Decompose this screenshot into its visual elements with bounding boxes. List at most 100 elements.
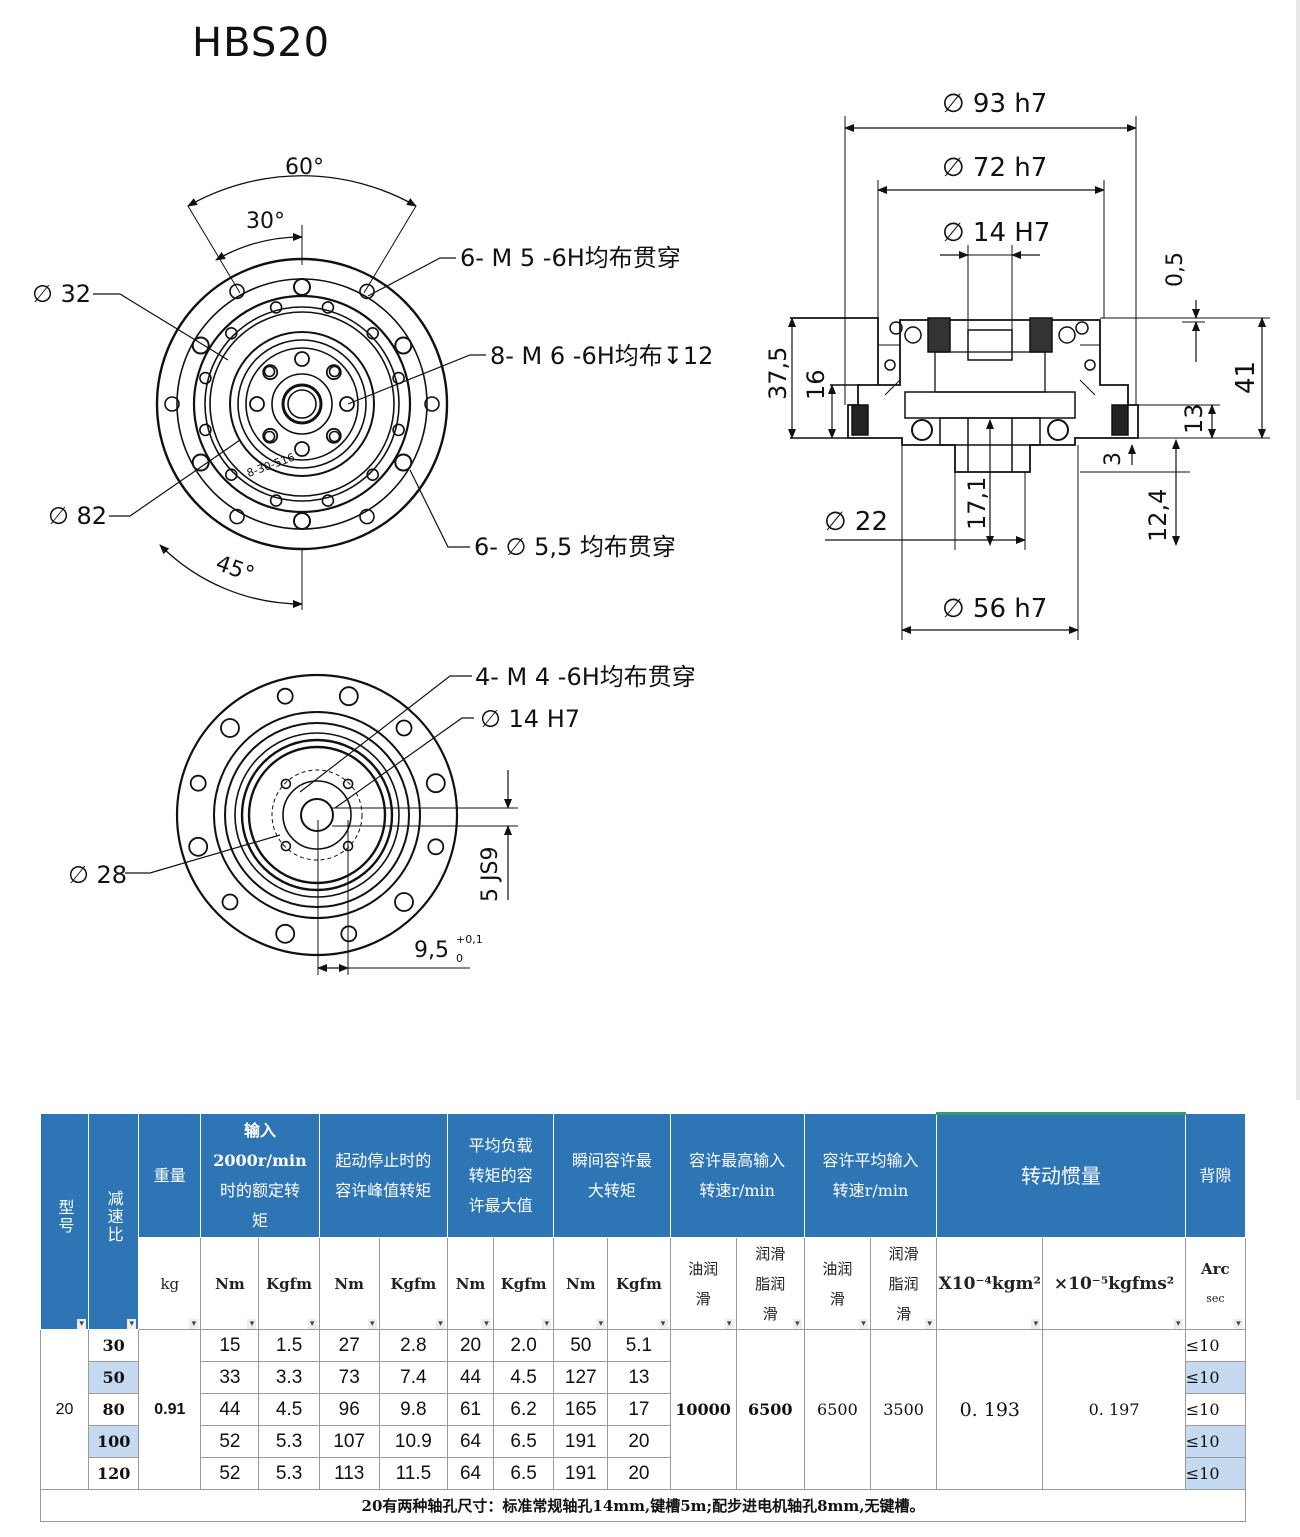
bolt-holes [164, 278, 440, 530]
rear-flange-hole [395, 719, 413, 737]
front-view-labels: 60° 30° 45° 6- M 5 -6H均布贯穿 8- M 6 -6H均布↧… [32, 155, 713, 588]
mount-hole [164, 396, 180, 412]
header-avg-torque: 平均负载转矩的容许最大值 [446, 1113, 555, 1238]
rated-kgfm-cell: 1.5 [258, 1329, 320, 1362]
hub-thread-hole [294, 351, 310, 367]
mom-kgfm-cell: 20 [607, 1457, 671, 1490]
mount-hole [229, 283, 245, 300]
unit-grease: 润滑脂润滑 [869, 1237, 938, 1330]
mid-ring-hole [225, 468, 238, 482]
header-ratio: 减速比 [88, 1113, 140, 1330]
rear-flange-hole [394, 892, 414, 912]
dia-32-label: ∅ 32 [32, 280, 91, 308]
mid-ring-hole [225, 326, 238, 340]
hub-thread-hole [262, 364, 279, 381]
rated-nm-cell: 44 [200, 1393, 260, 1426]
peak-nm-cell: 96 [318, 1393, 380, 1426]
callout-d55: 6- ∅ 5,5 均布贯穿 [474, 533, 676, 561]
callout-m6: 8- M 6 -6H均布↧12 [490, 342, 713, 370]
inertia-kgf-cell: 0. 197 [1042, 1329, 1186, 1490]
header-weight: 重量 [138, 1113, 202, 1238]
page-edge [1296, 0, 1300, 1100]
peak-nm-cell: 107 [318, 1425, 380, 1458]
peak-nm-cell: 27 [318, 1329, 380, 1362]
mom-nm-cell: 191 [553, 1457, 609, 1490]
mount-hole [229, 508, 245, 525]
unit-inertia-kgf: ×10⁻⁵kgfms² [1042, 1237, 1186, 1330]
hub-thread-hole [262, 427, 279, 444]
rated-kgfm-cell: 5.3 [258, 1457, 320, 1490]
peak-kgfm-cell: 9.8 [378, 1393, 448, 1426]
rear-view [125, 673, 518, 975]
unit-nm: Nm [446, 1237, 495, 1330]
hub-thread-hole [339, 396, 355, 412]
dia-82-label: ∅ 82 [48, 502, 107, 530]
mom-nm-cell: 127 [553, 1361, 609, 1394]
mom-nm-cell: 191 [553, 1425, 609, 1458]
mom-kgfm-cell: 13 [607, 1361, 671, 1394]
tol-lower-label: 0 [456, 952, 463, 965]
mid-ring-hole [269, 494, 283, 507]
mom-kgfm-cell: 20 [607, 1425, 671, 1458]
dim-3-label: 3 [1101, 452, 1126, 466]
mom-nm-cell: 50 [553, 1329, 609, 1362]
avg-kgfm-cell: 6.5 [493, 1425, 555, 1458]
hub-thread-hole [325, 427, 342, 444]
side-view [788, 116, 1270, 640]
mid-ring-hole [366, 326, 380, 340]
rear-flange-hole [221, 893, 239, 911]
dim-16-label: 16 [802, 369, 830, 400]
dia-14-label: ∅ 14 H7 [942, 218, 1050, 248]
dia-93-label: ∅ 93 h7 [942, 89, 1047, 119]
rated-nm-cell: 33 [200, 1361, 260, 1394]
rear-flange-hole [276, 687, 294, 705]
rated-nm-cell: 52 [200, 1457, 260, 1490]
unit-grease: 润滑脂润滑 [735, 1237, 805, 1330]
avg-nm-cell: 64 [446, 1425, 495, 1458]
spec-table: 型号 减速比 重量 输入 2000r/min 时的额定转 矩 起动停止时的容许峰… [39, 1112, 1247, 1522]
page-title: HBS20 [192, 20, 331, 66]
mom-kgfm-cell: 17 [607, 1393, 671, 1426]
weight-cell: 0.91 [138, 1329, 202, 1490]
outer-bolt-hole [293, 278, 311, 296]
angle-30-label: 30° [246, 209, 285, 234]
callout-m5: 6- M 5 -6H均布贯穿 [460, 244, 681, 272]
rear-flange-hole [427, 838, 445, 856]
peak-kgfm-cell: 2.8 [378, 1329, 448, 1362]
backlash-cell: ≤10 [1184, 1425, 1247, 1458]
mom-nm-cell: 165 [553, 1393, 609, 1426]
outer-bolt-hole [191, 336, 210, 355]
hub-thread-hole [325, 364, 342, 381]
rear-dia-14-label: ∅ 14 H7 [480, 705, 580, 733]
mom-kgfm-cell: 5.1 [607, 1329, 671, 1362]
ratio-cell: 80 [88, 1393, 140, 1426]
hub-thread-hole [249, 396, 265, 412]
ratio-cell: 100 [88, 1425, 140, 1458]
hub-small-hole [328, 430, 341, 443]
inertia-si-cell: 0. 193 [936, 1329, 1044, 1490]
header-backlash: 背隙 [1184, 1113, 1247, 1238]
rear-view-labels: 4- M 4 -6H均布贯穿 ∅ 14 H7 ∅ 28 5 JS9 9,5 +0… [68, 663, 696, 965]
key-depth-label: 9,5 [414, 938, 449, 963]
header-peak-torque: 起动停止时的容许峰值转矩 [318, 1113, 448, 1238]
unit-inertia-si: X10⁻⁴kgm² [936, 1237, 1044, 1330]
technical-drawing: 60° 30° 45° 6- M 5 -6H均布贯穿 8- M 6 -6H均布↧… [32, 89, 1270, 975]
dia-28-label: ∅ 28 [68, 861, 127, 889]
rear-m4-hole [280, 840, 292, 852]
unit-kgfm: Kgfm [378, 1237, 448, 1330]
dim-05-label: 0,5 [1163, 252, 1188, 287]
backlash-cell: ≤10 [1184, 1329, 1247, 1362]
unit-kg: kg [138, 1237, 202, 1330]
hub-small-hole [328, 365, 341, 378]
mid-ring-hole [321, 494, 335, 507]
dia-22-label: ∅ 22 [824, 507, 888, 537]
avg-speed-oil-cell: 6500 [803, 1329, 871, 1490]
mid-ring-hole [392, 423, 405, 437]
angle-45-label: 45° [212, 551, 257, 588]
